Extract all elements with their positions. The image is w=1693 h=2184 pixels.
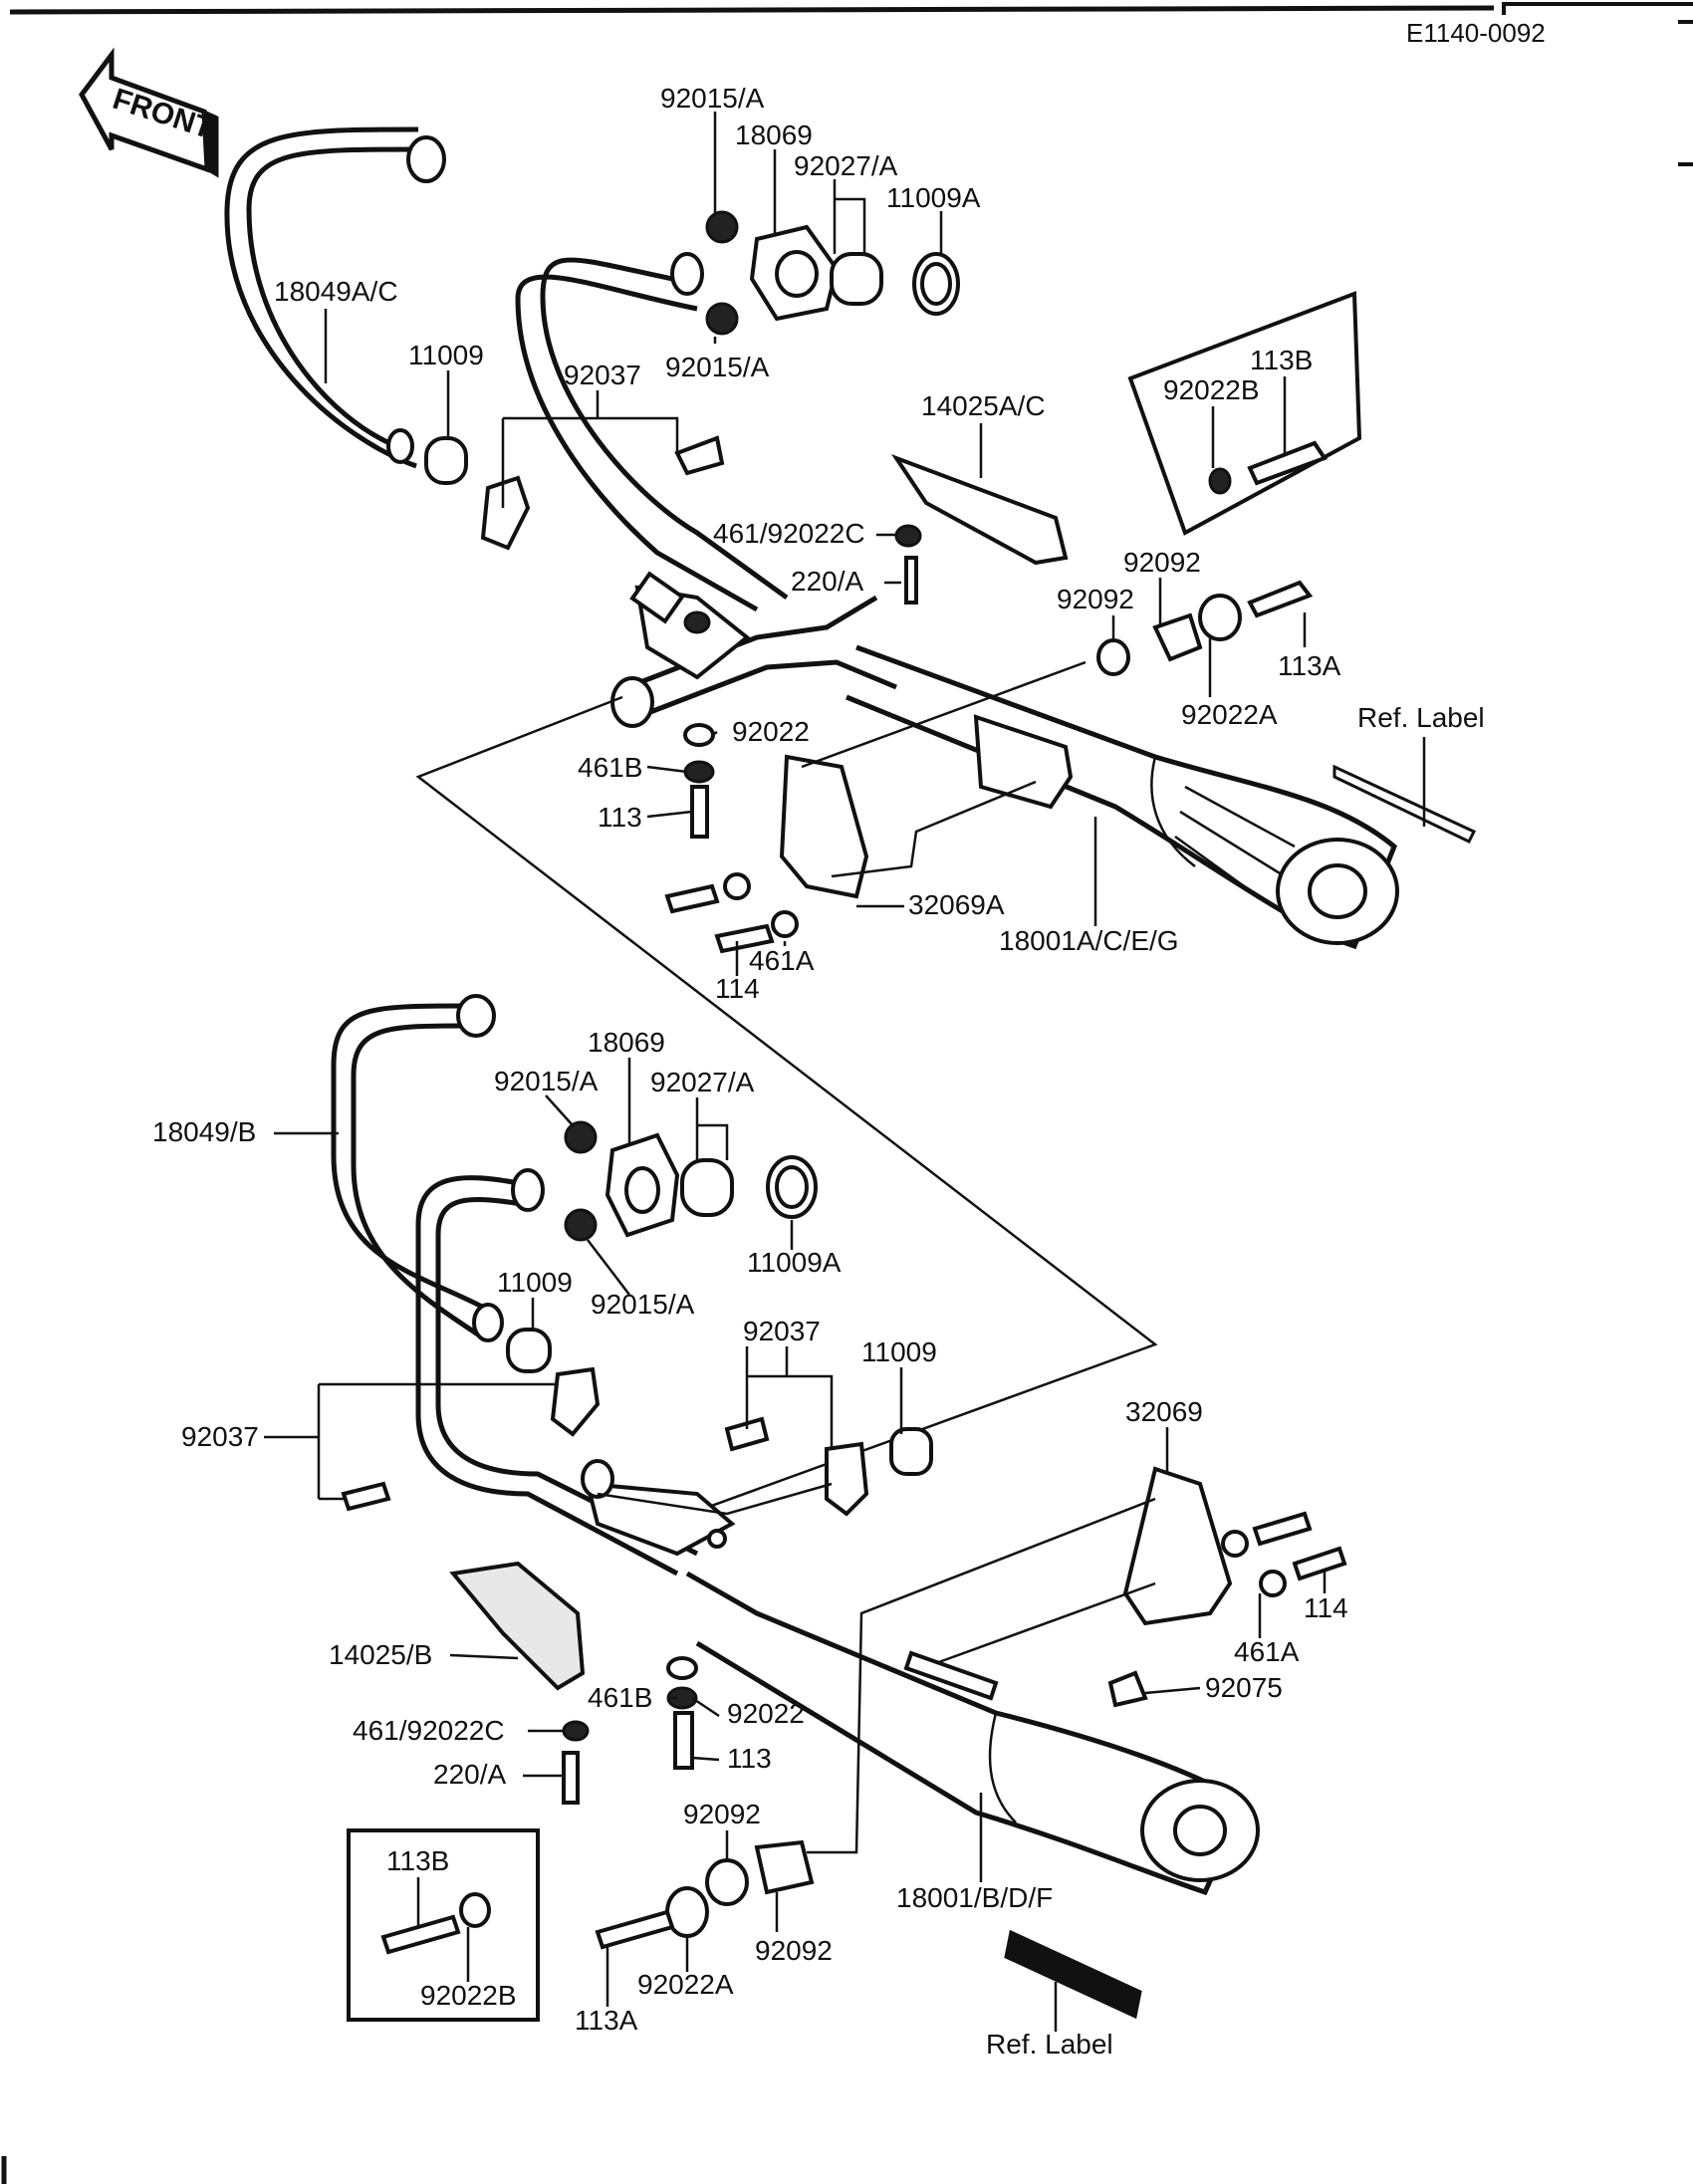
label-92092-b2: 92092 xyxy=(755,1935,833,1966)
nut-92015a xyxy=(705,210,739,244)
label-92022a: 92022A xyxy=(1181,699,1278,730)
label-92075: 92075 xyxy=(1205,1672,1283,1703)
document-code: E1140-0092 xyxy=(1406,18,1546,48)
label-92092-1: 92092 xyxy=(1123,547,1201,578)
detail-box-top xyxy=(1127,291,1362,536)
bottom-leader-lines xyxy=(264,1058,1327,2032)
label-113: 113 xyxy=(598,802,642,833)
label-461b-b: 461B xyxy=(588,1682,652,1713)
label-92092-2: 92092 xyxy=(1057,584,1134,614)
label-113b-b: 113B xyxy=(386,1845,449,1876)
front-arrow-icon: FRONT xyxy=(79,47,219,178)
bottom-labels: 18069 92015/A 92027/A 18049/B 11009 9201… xyxy=(152,1027,1348,2060)
label-32069: 32069 xyxy=(1125,1396,1203,1427)
label-114: 114 xyxy=(715,973,760,1004)
label-92015a-b1: 92015/A xyxy=(494,1066,599,1096)
label-92022b: 92022B xyxy=(1163,374,1260,405)
label-18069-b: 18069 xyxy=(588,1027,665,1058)
muffler-18001aceg xyxy=(846,644,1399,950)
label-18049ac: 18049A/C xyxy=(274,276,398,307)
label-92015a-2: 92015/A xyxy=(665,352,770,382)
label-18001bdf: 18001/B/D/F xyxy=(896,1882,1053,1913)
ref-label-strip-top xyxy=(1332,764,1477,844)
header-pipe-18049b xyxy=(331,994,504,1342)
label-ref-label: Ref. Label xyxy=(1357,702,1485,733)
label-461-92022c-b: 461/92022C xyxy=(353,1715,505,1746)
bracket-32069a xyxy=(779,754,869,899)
label-220a: 220/A xyxy=(791,566,863,597)
label-92015a-1: 92015/A xyxy=(660,83,765,114)
label-92092-b1: 92092 xyxy=(683,1799,761,1829)
label-11009-b1: 11009 xyxy=(497,1267,573,1298)
label-11009a-b: 11009A xyxy=(747,1247,842,1278)
label-14025ac: 14025A/C xyxy=(921,390,1046,421)
label-92022-b: 92022 xyxy=(727,1698,805,1729)
kawasaki-plate: Kawasaki xyxy=(1004,1917,1142,2020)
label-92027a-b: 92027/A xyxy=(650,1067,755,1097)
label-ref-label-b: Ref. Label xyxy=(986,2029,1113,2060)
label-92022: 92022 xyxy=(732,716,810,747)
label-113a: 113A xyxy=(1278,650,1341,681)
muffler-18001bdf xyxy=(581,1459,1260,1896)
label-113-b: 113 xyxy=(727,1743,772,1774)
label-220a-b: 220/A xyxy=(433,1759,506,1790)
label-92022a-b: 92022A xyxy=(637,1969,734,2000)
top-assembly xyxy=(224,126,1477,1526)
label-92027a: 92027/A xyxy=(794,150,898,181)
label-92037: 92037 xyxy=(564,360,641,390)
bottom-assembly: Kawasaki xyxy=(331,994,1347,2022)
label-11009-b2: 11009 xyxy=(861,1336,937,1367)
small-parts-top xyxy=(424,210,1314,954)
label-14025b: 14025/B xyxy=(329,1639,432,1670)
label-92022b-b: 92022B xyxy=(420,1980,517,2011)
label-18049b: 18049/B xyxy=(152,1116,256,1147)
label-18001aceg: 18001A/C/E/G xyxy=(999,925,1179,956)
header-pipe-18049ac xyxy=(224,126,446,469)
header-pipe-bottom-right xyxy=(415,1168,699,1577)
label-461a: 461A xyxy=(749,945,815,976)
bolt-92037 xyxy=(674,435,725,476)
label-113b: 113B xyxy=(1250,345,1313,375)
collar-92027a xyxy=(830,252,883,306)
header-pipe-right xyxy=(515,252,789,612)
detail-box-bottom xyxy=(347,1828,540,2022)
label-11009: 11009 xyxy=(408,340,484,370)
clamp-92037 xyxy=(480,475,531,551)
label-92037-b1: 92037 xyxy=(743,1316,821,1346)
label-18069: 18069 xyxy=(735,120,813,150)
label-114-b: 114 xyxy=(1304,1592,1348,1623)
label-113a-b: 113A xyxy=(575,2005,638,2036)
top-labels: 92015/A 18069 92027/A 11009A 18049A/C 92… xyxy=(274,83,1485,1004)
label-32069a: 32069A xyxy=(908,889,1005,920)
label-461a-b: 461A xyxy=(1234,1636,1300,1667)
label-461-92022c: 461/92022C xyxy=(713,518,865,549)
label-92037-b2: 92037 xyxy=(181,1421,259,1452)
collector-junction xyxy=(610,571,897,728)
label-461b: 461B xyxy=(578,752,642,783)
label-92015a-b2: 92015/A xyxy=(591,1289,695,1320)
label-11009a: 11009A xyxy=(886,182,981,213)
gasket-11009 xyxy=(424,436,468,485)
top-leader-lines xyxy=(324,112,1426,976)
heat-guard-14025ac xyxy=(890,453,1069,566)
